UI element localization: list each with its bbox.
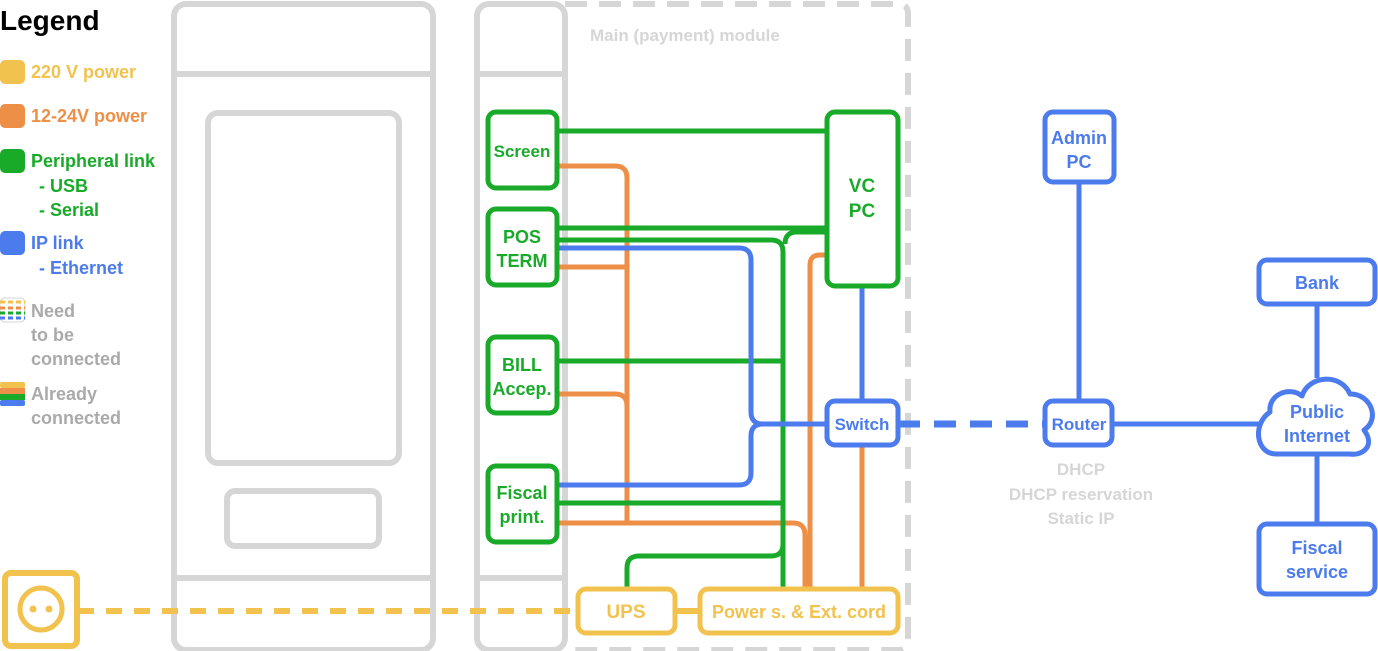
power-strip-label: Power s. & Ext. cord: [712, 602, 886, 622]
bank-box: Bank: [1256, 257, 1378, 307]
ups-label: UPS: [606, 602, 645, 623]
legend-label-peripheral: Peripheral link: [31, 151, 156, 171]
router-box: Router: [1042, 398, 1115, 448]
bank-label: Bank: [1295, 273, 1340, 293]
legend-swatch-need-connected: [0, 297, 26, 323]
fiscal-label-line2: print.: [500, 507, 545, 527]
vc-pc-box: VC PC: [824, 109, 901, 289]
bill-acceptor-box: BILL Accep.: [485, 334, 560, 416]
legend-label-already-1: Already: [31, 384, 97, 404]
legend: Legend 220 V power 12-24V power Peripher…: [0, 5, 156, 428]
legend-label-need-2: to be: [31, 325, 74, 345]
ip-link-lines: [557, 182, 1320, 524]
router-note-reservation: DHCP reservation: [1009, 485, 1153, 504]
switch-label: Switch: [835, 415, 890, 434]
internet-label-line1: Public: [1290, 402, 1344, 422]
fiscal-printer-box: Fiscal print.: [485, 463, 560, 545]
router-note-static-ip: Static IP: [1047, 509, 1114, 528]
switch-box: Switch: [824, 398, 901, 448]
pos-label-line2: TERM: [497, 251, 548, 271]
legend-label-12-24v: 12-24V power: [31, 106, 147, 126]
legend-swatch-peripheral: [0, 149, 25, 173]
fiscal-service-label-line2: service: [1286, 562, 1348, 582]
main-module-dashed-border: [565, 1, 911, 651]
wall-socket: [2, 570, 80, 649]
legend-label-ip: IP link: [31, 233, 85, 253]
screen-label: Screen: [494, 142, 551, 161]
legend-label-serial: - Serial: [39, 200, 99, 220]
ups-box: UPS: [575, 586, 678, 636]
cloud-icon: [1256, 376, 1375, 457]
vc-pc-label-line2: PC: [849, 201, 876, 222]
legend-label-need-3: connected: [31, 349, 121, 369]
payment-column-outline: [474, 1, 568, 651]
legend-swatch-12-24v: [0, 104, 25, 128]
legend-label-ethernet: - Ethernet: [39, 258, 123, 278]
legend-label-usb: - USB: [39, 176, 88, 196]
legend-label-already-2: connected: [31, 408, 121, 428]
legend-label-need-1: Need: [31, 301, 75, 321]
legend-swatch-already-connected: [0, 382, 25, 406]
kiosk-cabinet-outline: [171, 1, 436, 651]
router-label: Router: [1052, 415, 1107, 434]
admin-pc-box: Admin PC: [1042, 109, 1117, 185]
bill-label-line1: BILL: [502, 355, 542, 375]
screen-box: Screen: [485, 109, 560, 191]
main-module-title: Main (payment) module: [590, 26, 780, 45]
admin-pc-label-line2: PC: [1066, 152, 1091, 172]
bill-label-line2: Accep.: [492, 379, 551, 399]
socket-pin-left-icon: [29, 605, 37, 613]
peripheral-link-lines: [557, 128, 827, 592]
power-12-24v-lines: [557, 163, 865, 590]
socket-pin-right-icon: [45, 605, 53, 613]
power-strip-box: Power s. & Ext. cord: [697, 586, 901, 636]
legend-swatch-220v: [0, 60, 25, 84]
vc-pc-label-line1: VC: [849, 176, 876, 197]
legend-title: Legend: [0, 5, 100, 36]
legend-label-220v: 220 V power: [31, 62, 136, 82]
legend-swatch-ip: [0, 231, 25, 255]
fiscal-label-line1: Fiscal: [496, 483, 547, 503]
pos-terminal-box: POS TERM: [485, 206, 560, 288]
pos-label-line1: POS: [503, 227, 541, 247]
public-internet-cloud: Public Internet: [1256, 376, 1375, 457]
fiscal-service-label-line1: Fiscal: [1291, 538, 1342, 558]
fiscal-service-box: Fiscal service: [1256, 521, 1378, 597]
internet-label-line2: Internet: [1284, 426, 1350, 446]
admin-pc-label-line1: Admin: [1051, 128, 1107, 148]
router-note-dhcp: DHCP: [1057, 460, 1105, 479]
